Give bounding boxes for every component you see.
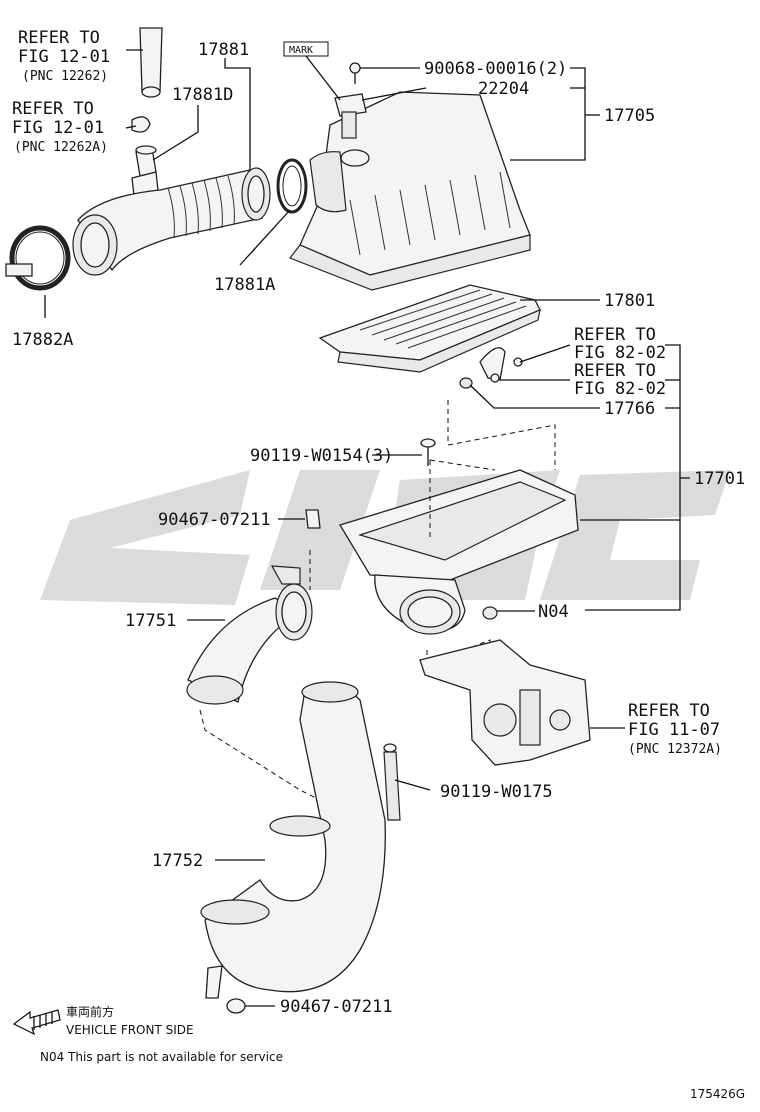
ref-fig-82-02-b-line1: REFER TO	[574, 361, 656, 381]
bracket-ref-82-02	[479, 347, 523, 383]
part-17766-grommet	[459, 377, 473, 389]
part-90467-clip-upper	[305, 509, 321, 529]
part-17752-hose	[200, 681, 386, 999]
ref-fig-12-01-b-line2: FIG 12-01	[12, 118, 104, 138]
ref-fig-11-07-line1: REFER TO	[628, 701, 710, 721]
bracket-ref-11-07	[419, 639, 591, 766]
part-17705-cleaner-cap	[289, 91, 531, 291]
ref-fig-12-01-a-line2: FIG 12-01	[18, 47, 110, 67]
ref-fig-82-02-a-line2: FIG 82-02	[574, 343, 666, 363]
front-label-en: VEHICLE FRONT SIDE	[66, 1023, 194, 1037]
label-17701: 17701	[694, 469, 745, 489]
label-17705: 17705	[604, 106, 655, 126]
mark-label: MARK	[289, 45, 313, 56]
label-17881A: 17881A	[214, 275, 275, 295]
label-17766: 17766	[604, 399, 655, 419]
ref-fig-12-01-a-line3: (PNC 12262)	[22, 69, 108, 84]
label-90467-07211-lower: 90467-07211	[280, 997, 393, 1017]
front-arrow-icon	[12, 1009, 61, 1036]
label-17881: 17881	[198, 40, 249, 60]
diagram-code: 175426G	[690, 1087, 745, 1101]
part-90467-clip-lower	[226, 998, 246, 1014]
front-label-jp: 車両前方	[66, 1004, 114, 1019]
part-17801-filter	[318, 284, 541, 373]
leader-lines	[44, 49, 690, 1007]
ref-fig-82-02-b-line2: FIG 82-02	[574, 379, 666, 399]
part-17881A-gasket	[276, 158, 308, 214]
label-90119-W0154: 90119-W0154(3)	[250, 446, 393, 466]
part-17701-cleaner-case	[339, 469, 579, 635]
part-22204-sensor	[334, 93, 367, 139]
part-90068-screw	[349, 62, 361, 84]
label-17881D: 17881D	[172, 85, 233, 105]
part-90119-W0154-bolt	[420, 438, 436, 466]
ref-fig-11-07-line2: FIG 11-07	[628, 720, 720, 740]
label-17752: 17752	[152, 851, 203, 871]
ref-fig-12-01-b-line1: REFER TO	[12, 99, 94, 119]
label-17751: 17751	[125, 611, 176, 631]
ref-fig-11-07-line3: (PNC 12372A)	[628, 742, 722, 757]
clip-ref	[131, 116, 151, 133]
part-17882A-clamp	[5, 225, 71, 291]
breather-tube-ref	[139, 27, 163, 98]
label-90467-07211-upper: 90467-07211	[158, 510, 271, 530]
label-N04: N04	[538, 602, 569, 622]
n04-note: N04 This part is not available for servi…	[40, 1050, 283, 1064]
label-17801: 17801	[604, 291, 655, 311]
label-90068-00016: 90068-00016(2)	[424, 59, 567, 79]
ref-fig-12-01-b-line3: (PNC 12262A)	[14, 140, 108, 155]
ref-fig-12-01-a-line1: REFER TO	[18, 28, 100, 48]
label-17882A: 17882A	[12, 330, 73, 350]
part-17881-intake-hose	[72, 167, 271, 276]
part-17751-duct	[186, 565, 313, 705]
label-22204: 22204	[478, 79, 529, 99]
part-90119-W0175-bolt	[383, 743, 401, 821]
part-N04-grommet	[482, 606, 498, 620]
part-17881D-fitting	[131, 145, 159, 197]
label-90119-W0175: 90119-W0175	[440, 782, 553, 802]
ref-fig-82-02-a-line1: REFER TO	[574, 325, 656, 345]
